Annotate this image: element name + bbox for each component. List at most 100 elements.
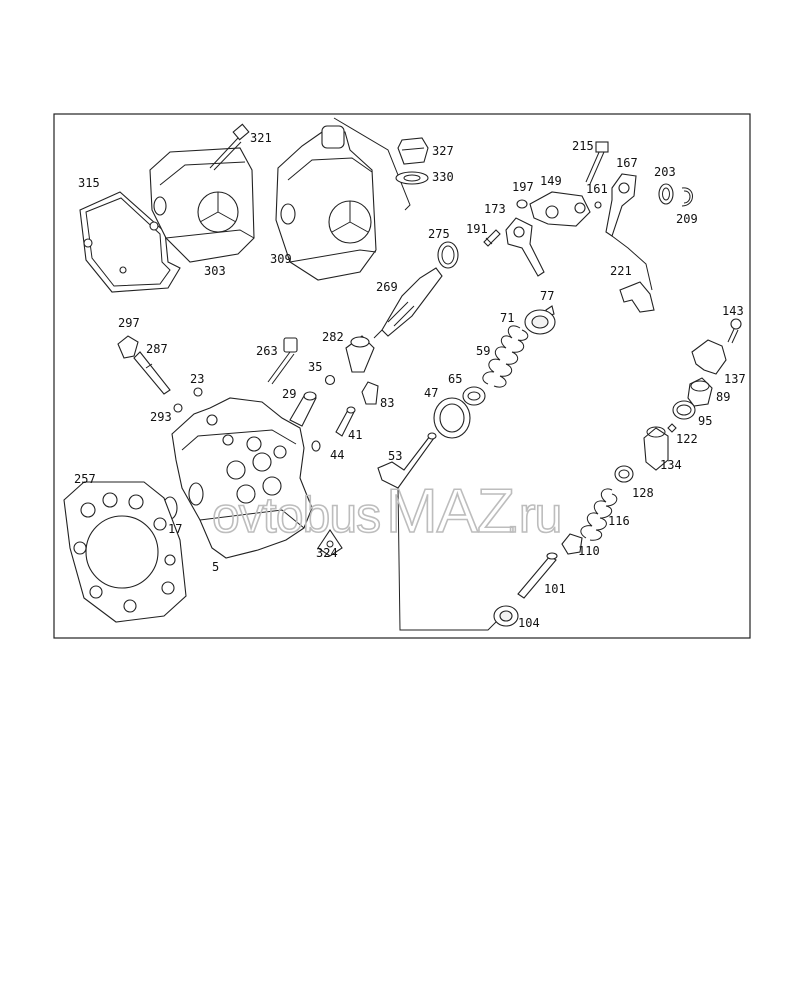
stud-287 <box>133 351 171 395</box>
valve-cover-303 <box>149 147 255 263</box>
ring-128 <box>614 465 634 483</box>
label-44: 44 <box>330 448 344 462</box>
label-303: 303 <box>204 264 226 278</box>
label-101: 101 <box>544 582 566 596</box>
label-122: 122 <box>676 432 698 446</box>
label-5: 5 <box>212 560 219 574</box>
label-167: 167 <box>616 156 638 170</box>
label-191: 191 <box>466 222 488 236</box>
label-134: 134 <box>660 458 682 472</box>
ring-44 <box>311 440 321 452</box>
label-137: 137 <box>724 372 746 386</box>
label-197: 197 <box>512 180 534 194</box>
label-83: 83 <box>380 396 394 410</box>
rocker-arm-167 <box>605 173 637 237</box>
tappet-89 <box>687 377 713 407</box>
label-321: 321 <box>250 131 272 145</box>
label-77: 77 <box>540 289 554 303</box>
label-29: 29 <box>282 387 296 401</box>
valve-seal-83 <box>361 381 379 405</box>
label-116: 116 <box>608 514 630 528</box>
valve-cover-309 <box>275 125 377 281</box>
sleeve-282 <box>345 335 375 373</box>
bolt-297 <box>117 335 139 359</box>
bridge-137 <box>691 339 727 375</box>
label-89: 89 <box>716 390 730 404</box>
guide-41 <box>335 406 356 437</box>
clip-209 <box>681 187 693 207</box>
watermark-part1: ovtobus <box>212 487 380 543</box>
rocker-arm-173 <box>505 217 545 277</box>
label-327: 327 <box>432 144 454 158</box>
watermark: ovtobus MAZ .ru <box>211 476 563 547</box>
label-71: 71 <box>500 311 514 325</box>
push-rod-101 <box>517 552 558 599</box>
valve-cover-gasket <box>79 191 181 293</box>
pin-122 <box>667 423 677 433</box>
label-149: 149 <box>540 174 562 188</box>
nut-197 <box>516 199 528 209</box>
label-95: 95 <box>698 414 712 428</box>
label-263: 263 <box>256 344 278 358</box>
label-47: 47 <box>424 386 438 400</box>
spring-116 <box>580 488 618 541</box>
flange-324 <box>317 529 343 557</box>
bolt-143 <box>727 318 742 344</box>
spring-seat-47 <box>433 397 471 439</box>
washer-293 <box>173 403 183 413</box>
retainer-110 <box>561 533 583 555</box>
label-324: 324 <box>316 546 338 560</box>
label-23: 23 <box>190 372 204 386</box>
label-65: 65 <box>448 372 462 386</box>
ring-65 <box>462 386 486 406</box>
label-128: 128 <box>632 486 654 500</box>
ring-35 <box>324 374 336 386</box>
plug-23 <box>193 387 203 397</box>
guide-134 <box>643 426 669 471</box>
rocker-bracket-221 <box>619 281 655 313</box>
label-297: 297 <box>118 316 140 330</box>
watermark-part3: .ru <box>506 487 561 543</box>
valve-53 <box>377 432 437 489</box>
label-257: 257 <box>74 472 96 486</box>
leader-bracket-221 <box>611 235 653 291</box>
cylinder-head-5 <box>171 397 313 559</box>
label-209: 209 <box>676 212 698 226</box>
oil-filler-cap <box>395 137 429 185</box>
label-17: 17 <box>168 522 182 536</box>
label-35: 35 <box>308 360 322 374</box>
rocker-shaft-149 <box>529 191 591 227</box>
head-gasket-257 <box>63 481 187 623</box>
adjusting-screw-191 <box>483 229 501 247</box>
ring-95 <box>672 400 696 420</box>
label-41: 41 <box>348 428 362 442</box>
ring-203 <box>658 183 674 205</box>
label-330: 330 <box>432 170 454 184</box>
label-173: 173 <box>484 202 506 216</box>
label-59: 59 <box>476 344 490 358</box>
spring-retainer-71 <box>524 309 556 335</box>
label-203: 203 <box>654 165 676 179</box>
bolt-263 <box>267 337 298 385</box>
label-282: 282 <box>322 330 344 344</box>
ball-161 <box>594 201 602 209</box>
valve-spring-59 <box>482 325 529 388</box>
label-287: 287 <box>146 342 168 356</box>
part-labels: 315 303 321 309 327 330 215 167 203 209 … <box>74 131 746 630</box>
label-269: 269 <box>376 280 398 294</box>
label-221: 221 <box>610 264 632 278</box>
label-315: 315 <box>78 176 100 190</box>
leader-bracket-104 <box>397 487 499 631</box>
label-293: 293 <box>150 410 172 424</box>
label-143: 143 <box>722 304 744 318</box>
label-275: 275 <box>428 227 450 241</box>
seal-ring-275 <box>437 241 459 269</box>
label-161: 161 <box>586 182 608 196</box>
label-215: 215 <box>572 139 594 153</box>
rotator-104 <box>493 605 519 627</box>
label-309: 309 <box>270 252 292 266</box>
sleeve-29 <box>289 391 317 427</box>
label-53: 53 <box>388 449 402 463</box>
watermark-part2: MAZ <box>386 477 514 546</box>
